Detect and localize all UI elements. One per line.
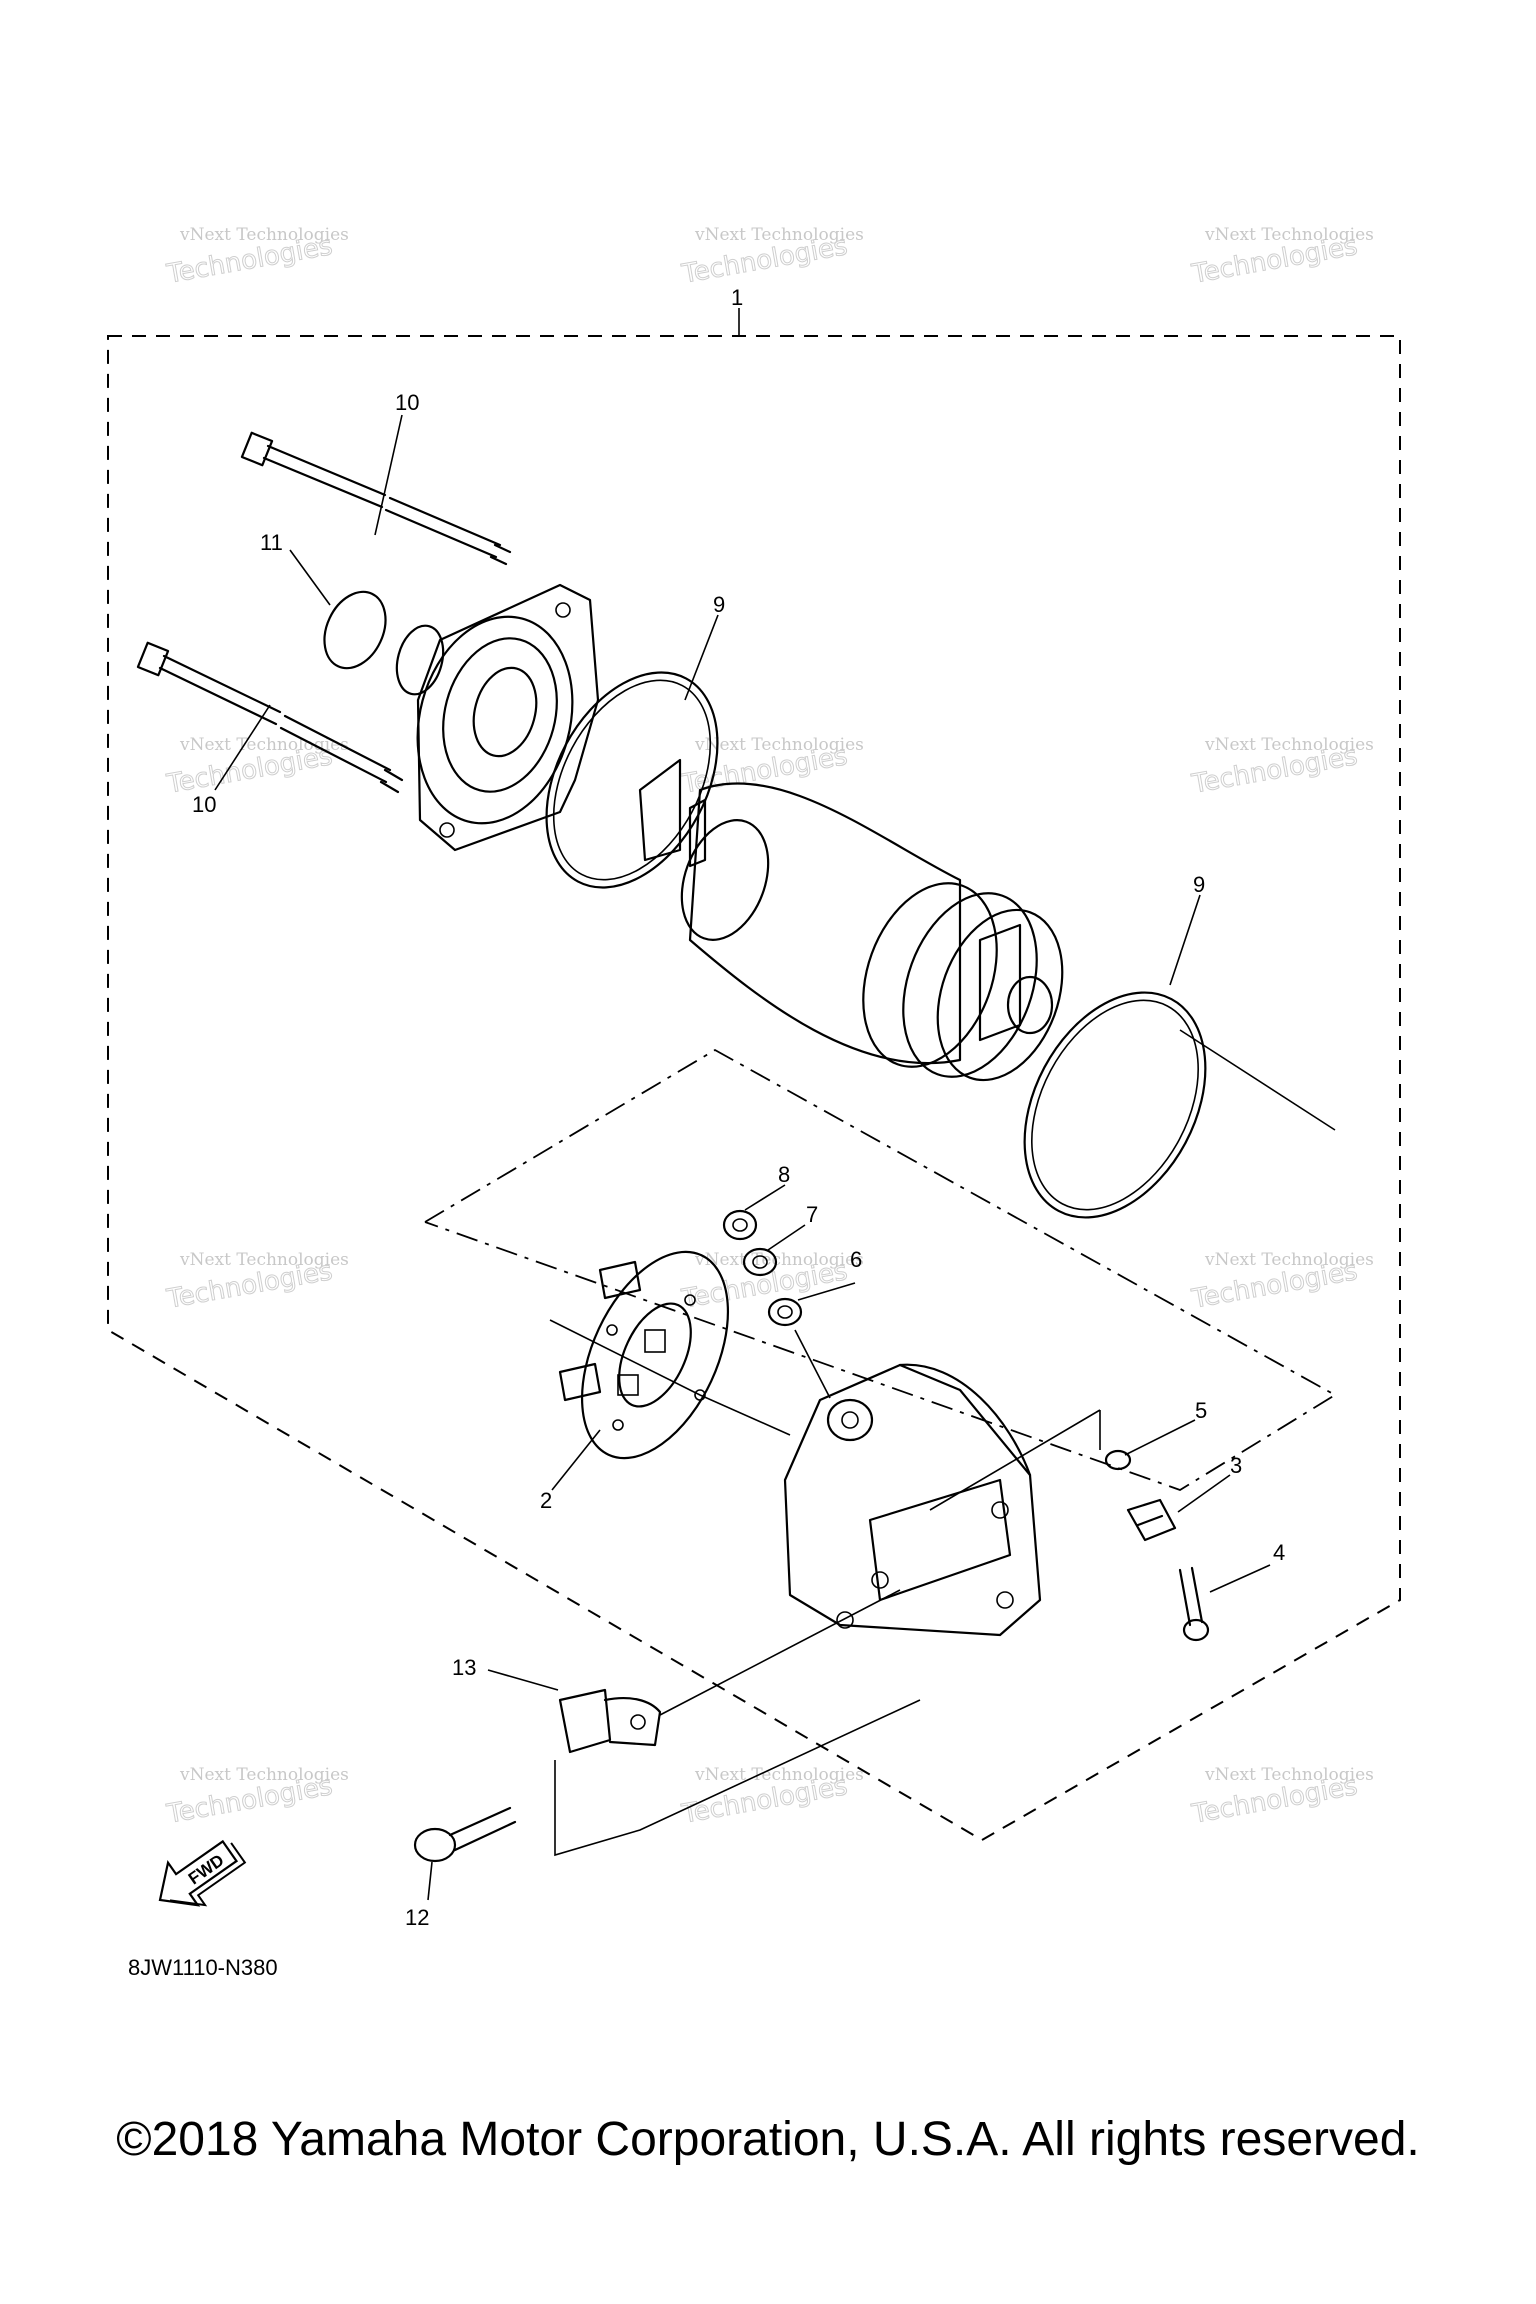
o-ring-tiny (1104, 1449, 1132, 1471)
watermark: vNext Technologies Technologies (164, 1765, 349, 1830)
washer-lower (767, 1297, 803, 1327)
drawing-code: 8JW1110-N380 (128, 1955, 278, 1980)
flange-bolt (413, 1806, 517, 1863)
lead-clamp (558, 1688, 662, 1754)
o-ring-lower-inner (1031, 999, 1199, 1211)
callout-9-lower: 9 (1193, 872, 1205, 897)
callout-7: 7 (806, 1202, 818, 1227)
long-bolt-lower (136, 641, 404, 794)
screw (1178, 1566, 1210, 1642)
callout-2: 2 (540, 1488, 552, 1513)
watermark: vNext Technologies Technologies (1189, 225, 1374, 290)
yoke-armature (638, 758, 1064, 1082)
washer-lower-hole (777, 1305, 793, 1319)
nut-hole (732, 1218, 748, 1232)
connection-lines (549, 1029, 1336, 1857)
watermark-text: vNext Technologies (179, 225, 349, 245)
watermark-text: vNext Technologies (694, 225, 864, 245)
fwd-arrow-icon: FWD (158, 1839, 247, 1907)
watermarks: vNext Technologies Technologies vNext Te… (164, 225, 1374, 1830)
callout-11: 11 (260, 530, 283, 555)
callout-5: 5 (1195, 1398, 1207, 1423)
assembly-boundary (107, 335, 1401, 1842)
watermark-text: vNext Technologies (1204, 735, 1374, 755)
callout-1: 1 (731, 285, 743, 310)
watermark-text: vNext Technologies (694, 1250, 864, 1270)
callout-10-lower: 10 (192, 792, 216, 817)
watermark-text: vNext Technologies (179, 1250, 349, 1270)
callout-leaders (214, 308, 1271, 1901)
rear-cover (395, 583, 600, 852)
watermark: vNext Technologies Technologies (679, 1765, 864, 1830)
watermark: vNext Technologies Technologies (1189, 735, 1374, 800)
long-bolt-upper (240, 431, 512, 566)
watermark-text: vNext Technologies (1204, 1250, 1374, 1270)
callout-3: 3 (1230, 1453, 1242, 1478)
callout-10-upper: 10 (395, 390, 419, 415)
callout-6: 6 (850, 1247, 862, 1272)
copyright-notice: ©2018 Yamaha Motor Corporation, U.S.A. A… (116, 2113, 1420, 2166)
o-ring-upper-inner (552, 679, 712, 881)
clip (1126, 1498, 1177, 1542)
callout-13: 13 (452, 1655, 476, 1680)
watermark: vNext Technologies Technologies (164, 225, 349, 290)
watermark: vNext Technologies Technologies (679, 225, 864, 290)
watermark: vNext Technologies Technologies (679, 735, 864, 800)
watermark-text: vNext Technologies (1204, 1765, 1374, 1785)
nut (722, 1209, 758, 1241)
washer-upper-hole (752, 1255, 768, 1269)
watermark-text: vNext Technologies (1204, 225, 1374, 245)
front-cover (783, 1363, 1042, 1637)
o-ring-lower (1023, 991, 1207, 1219)
alignment-outline (424, 1048, 1337, 1491)
callout-4: 4 (1273, 1540, 1285, 1565)
watermark: vNext Technologies Technologies (1189, 1765, 1374, 1830)
watermark-text: vNext Technologies (694, 735, 864, 755)
watermark: vNext Technologies Technologies (164, 735, 349, 800)
watermark-text: vNext Technologies (694, 1765, 864, 1785)
callout-9-upper: 9 (713, 592, 725, 617)
watermark-text: vNext Technologies (179, 1765, 349, 1785)
washer-upper (742, 1247, 778, 1277)
watermark: vNext Technologies Technologies (1189, 1250, 1374, 1315)
brush-holder-plate (558, 1250, 730, 1460)
callouts: 1 10 11 9 10 9 8 7 6 2 5 3 4 13 12 (192, 285, 1285, 1930)
watermark: vNext Technologies Technologies (164, 1250, 349, 1315)
callout-8: 8 (778, 1162, 790, 1187)
callout-12: 12 (405, 1905, 429, 1930)
o-ring-small (323, 590, 387, 670)
